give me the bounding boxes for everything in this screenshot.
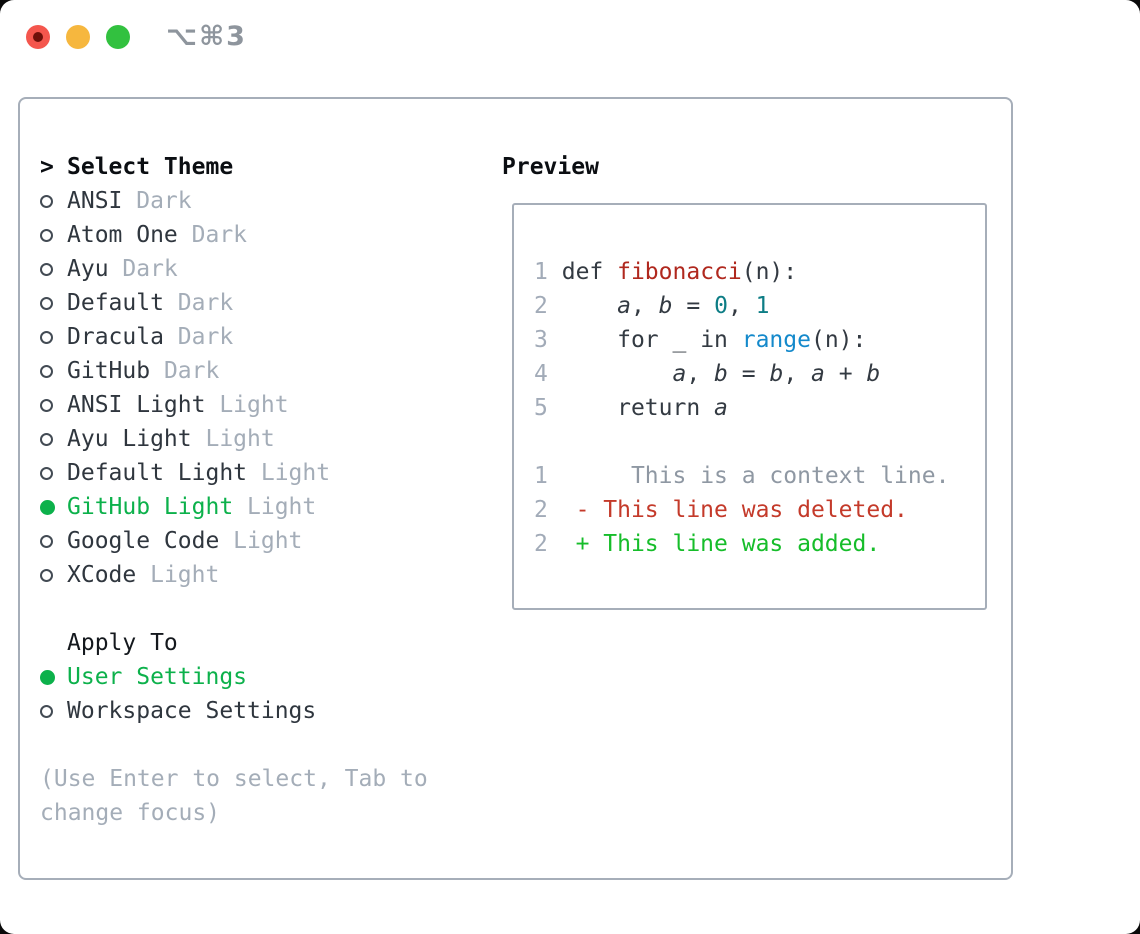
radio-icon — [40, 364, 67, 378]
titlebar — [26, 25, 130, 49]
code-line: 2 a, b = 0, 1 — [534, 293, 770, 319]
radio-icon — [40, 194, 67, 208]
theme-option-label: XCode — [67, 562, 137, 588]
radio-selected-icon — [40, 669, 67, 685]
theme-option-label: Default — [67, 290, 164, 316]
theme-option-label: Ayu Light — [67, 426, 192, 452]
theme-variant-label: Light — [219, 392, 289, 418]
code-line: 2 + This line was added. — [534, 531, 881, 557]
radio-icon — [40, 432, 67, 446]
theme-option-default[interactable]: Default Dark — [40, 286, 455, 320]
code-line: 2 - This line was deleted. — [534, 497, 908, 523]
radio-icon — [40, 568, 67, 582]
hint-text: (Use Enter to select, Tab to change focu… — [40, 766, 428, 826]
close-button[interactable] — [26, 25, 50, 49]
code-line: 3 for _ in range(n): — [534, 327, 867, 353]
theme-option-label: ANSI — [67, 188, 123, 214]
theme-option-label: GitHub Light — [67, 494, 234, 520]
theme-option-label: Ayu — [67, 256, 109, 282]
theme-option-dracula[interactable]: Dracula Dark — [40, 320, 455, 354]
theme-option-default-light[interactable]: Default Light Light — [40, 456, 455, 490]
maximize-button[interactable] — [106, 25, 130, 49]
theme-variant-label: Light — [260, 460, 331, 486]
theme-option-xcode[interactable]: XCode Light — [40, 558, 455, 592]
theme-option-ansi-light[interactable]: ANSI Light Light — [40, 388, 455, 422]
theme-variant-label: Dark — [136, 188, 192, 214]
code-line: 4 a, b = b, a + b — [534, 361, 881, 387]
theme-variant-label: Dark — [163, 358, 220, 384]
select-theme-title: > Select Theme — [40, 150, 455, 184]
code-line: 1 This is a context line. — [534, 463, 950, 489]
theme-option-label: GitHub — [67, 358, 151, 384]
minimize-button[interactable] — [66, 25, 90, 49]
preview-title: Preview — [502, 154, 599, 180]
theme-variant-label: Light — [247, 494, 317, 520]
radio-icon — [40, 228, 67, 242]
close-dot-icon — [33, 32, 43, 42]
theme-option-label: Atom One — [67, 222, 178, 248]
apply-option-user-settings[interactable]: User Settings — [40, 660, 455, 694]
radio-icon — [40, 296, 67, 310]
theme-option-github[interactable]: GitHub Dark — [40, 354, 455, 388]
radio-icon — [40, 330, 67, 344]
window-shortcut-label: ⌥⌘3 — [166, 21, 247, 52]
theme-variant-label: Dark — [122, 256, 178, 282]
code-preview: 1 def fibonacci(n): 2 a, b = 0, 1 3 for _ … — [514, 205, 985, 561]
code-line: 5 return a — [534, 395, 728, 421]
apply-option-label: User Settings — [67, 664, 248, 690]
select-theme-title-label: Select Theme — [67, 154, 234, 180]
theme-option-label: ANSI Light — [67, 392, 206, 418]
theme-variant-label: Dark — [191, 222, 248, 248]
theme-variant-label: Dark — [177, 324, 234, 350]
preview-box: 1 def fibonacci(n): 2 a, b = 0, 1 3 for _ … — [512, 203, 987, 610]
theme-variant-label: Dark — [177, 290, 234, 316]
radio-icon — [40, 398, 67, 412]
theme-option-google-code[interactable]: Google Code Light — [40, 524, 455, 558]
caret-icon: > — [40, 154, 54, 180]
radio-icon — [40, 262, 67, 276]
radio-icon — [40, 466, 67, 480]
theme-variant-label: Light — [205, 426, 275, 452]
code-line — [534, 425, 985, 459]
theme-option-label: Dracula — [67, 324, 164, 350]
theme-variant-label: Light — [150, 562, 220, 588]
apply-option-label: Workspace Settings — [67, 698, 317, 724]
theme-option-ansi[interactable]: ANSI Dark — [40, 184, 455, 218]
apply-option-workspace-settings[interactable]: Workspace Settings — [40, 694, 455, 728]
theme-option-ayu-light[interactable]: Ayu Light Light — [40, 422, 455, 456]
theme-option-label: Google Code — [67, 528, 220, 554]
theme-option-label: Default Light — [67, 460, 248, 486]
radio-icon — [40, 704, 67, 718]
radio-icon — [40, 534, 67, 548]
radio-selected-icon — [40, 499, 67, 515]
code-line: 1 def fibonacci(n): — [534, 259, 798, 285]
theme-option-ayu[interactable]: Ayu Dark — [40, 252, 455, 286]
apply-to-title: Apply To — [67, 630, 178, 656]
theme-option-github-light[interactable]: GitHub Light Light — [40, 490, 455, 524]
theme-option-atom-one[interactable]: Atom One Dark — [40, 218, 455, 252]
theme-variant-label: Light — [233, 528, 303, 554]
